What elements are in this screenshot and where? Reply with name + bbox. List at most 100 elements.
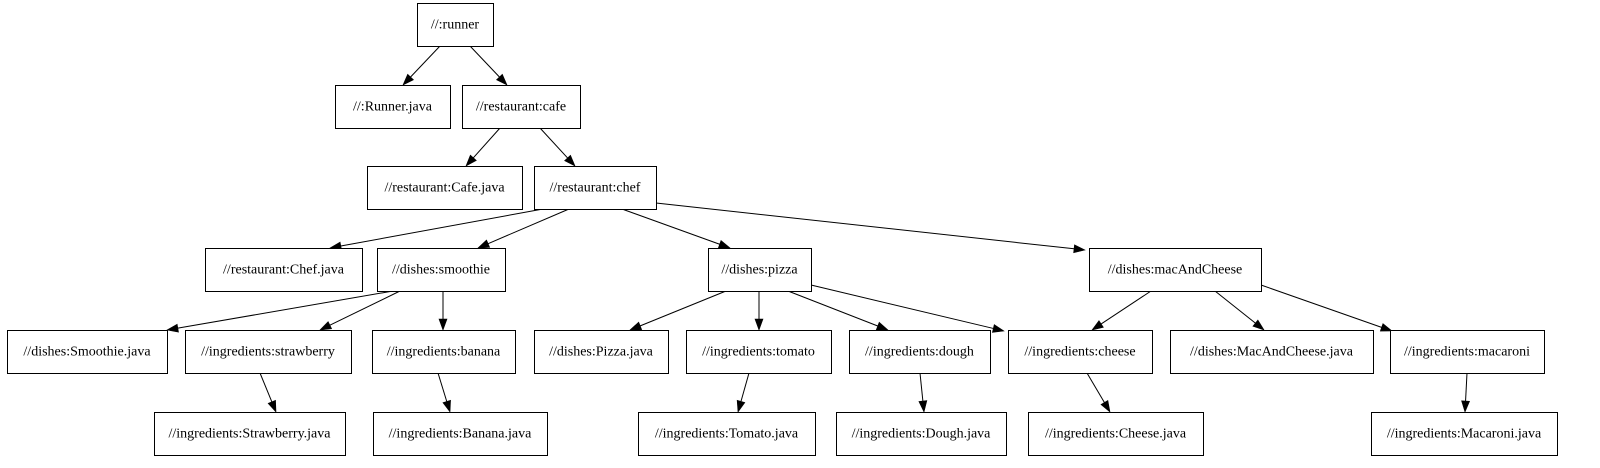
edge-line [340,208,544,247]
node-label: //dishes:Smoothie.java [23,345,151,360]
edge-arrowhead-icon [465,154,477,167]
node-box[interactable] [534,166,657,210]
edge-line [487,208,570,245]
graph-node[interactable]: //:runner [417,3,494,47]
graph-node[interactable]: //ingredients:macaroni [1390,330,1545,374]
graph-edge [810,284,1005,333]
graph-edge [539,127,576,167]
edge-line [919,372,924,402]
edge-line [787,290,878,327]
node-box[interactable] [185,330,352,374]
node-box[interactable] [417,3,494,47]
graph-node[interactable]: //ingredients:Dough.java [836,412,1007,456]
graph-edge [402,45,441,86]
edge-arrowhead-icon [1091,320,1104,331]
graph-node[interactable]: //dishes:macAndCheese [1089,248,1262,292]
graph-node[interactable]: //ingredients:banana [372,330,516,374]
graph-edge [655,202,1086,254]
node-box[interactable] [335,85,451,129]
node-label: //ingredients:Dough.java [852,427,992,442]
edge-arrowhead-icon [438,318,448,331]
graph-edge [1260,284,1393,332]
node-box[interactable] [686,330,832,374]
graph-node[interactable]: //restaurant:Chef.java [205,248,363,292]
node-box[interactable] [372,330,516,374]
graph-node[interactable]: //restaurant:cafe [462,85,581,129]
graph-node[interactable]: //dishes:Smoothie.java [7,330,168,374]
graph-node[interactable]: //ingredients:dough [849,330,991,374]
graph-node[interactable]: //dishes:smoothie [377,248,506,292]
graph-node[interactable]: //:Runner.java [335,85,451,129]
graph-edge [438,291,448,331]
graph-node[interactable]: //ingredients:Macaroni.java [1371,412,1558,456]
node-box[interactable] [205,248,363,292]
node-box[interactable] [373,412,548,456]
node-label: //ingredients:strawberry [201,345,335,360]
node-box[interactable] [1390,330,1545,374]
graph-node[interactable]: //ingredients:Cheese.java [1028,412,1204,456]
edge-line [655,202,1075,250]
graph-edge [329,208,544,251]
graph-edge [259,372,277,413]
edge-arrowhead-icon [991,324,1005,333]
edge-arrowhead-icon [754,318,764,331]
node-box[interactable] [377,248,506,292]
edge-line [1086,372,1105,403]
node-label: //ingredients:macaroni [1404,345,1530,360]
node-label: //ingredients:Cheese.java [1045,427,1187,442]
node-box[interactable] [1371,412,1558,456]
node-label: //ingredients:Banana.java [389,427,532,442]
edge-arrowhead-icon [477,239,491,249]
edge-line [329,290,401,326]
node-label: //restaurant:cafe [476,100,566,115]
edge-line [1260,284,1382,328]
node-box[interactable] [1008,330,1153,374]
graph-edge [754,291,764,331]
graph-node[interactable]: //restaurant:Cafe.java [367,166,523,210]
graph-node[interactable]: //restaurant:chef [534,166,657,210]
graph-edge [1091,290,1152,331]
node-box[interactable] [1089,248,1262,292]
edge-arrowhead-icon [564,154,576,167]
graph-edge [166,290,394,333]
graph-edge [621,208,731,249]
edge-line [621,208,720,245]
graph-node[interactable]: //ingredients:Banana.java [373,412,548,456]
edge-line [1465,372,1468,402]
node-box[interactable] [7,330,168,374]
node-label: //restaurant:Chef.java [223,263,345,278]
node-box[interactable] [849,330,991,374]
graph-edge [469,45,508,86]
node-box[interactable] [367,166,523,210]
edge-line [259,372,273,403]
node-box[interactable] [154,412,346,456]
graph-node[interactable]: //ingredients:strawberry [185,330,352,374]
node-box[interactable] [462,85,581,129]
edge-line [469,45,500,78]
graph-node[interactable]: //ingredients:cheese [1008,330,1153,374]
edges-layer [166,45,1471,413]
graph-edge [477,208,570,249]
node-box[interactable] [836,412,1007,456]
edge-line [437,372,448,402]
graph-node[interactable]: //ingredients:Strawberry.java [154,412,346,456]
graph-node[interactable]: //dishes:MacAndCheese.java [1170,330,1374,374]
edge-arrowhead-icon [442,399,451,413]
edge-line [472,127,501,159]
node-box[interactable] [1028,412,1204,456]
node-label: //ingredients:Strawberry.java [169,427,332,442]
node-box[interactable] [1170,330,1374,374]
edge-arrowhead-icon [166,323,179,333]
graph-edge [437,372,451,413]
node-label: //dishes:pizza [721,263,798,278]
graph-edge [629,290,727,331]
node-box[interactable] [708,248,812,292]
graph-node[interactable]: //ingredients:Tomato.java [638,412,816,456]
graph-node[interactable]: //dishes:Pizza.java [534,330,669,374]
graph-node[interactable]: //ingredients:tomato [686,330,832,374]
node-label: //restaurant:Cafe.java [384,181,505,196]
node-box[interactable] [534,330,669,374]
node-label: //:Runner.java [353,100,433,115]
graph-node[interactable]: //dishes:pizza [708,248,812,292]
node-box[interactable] [638,412,816,456]
